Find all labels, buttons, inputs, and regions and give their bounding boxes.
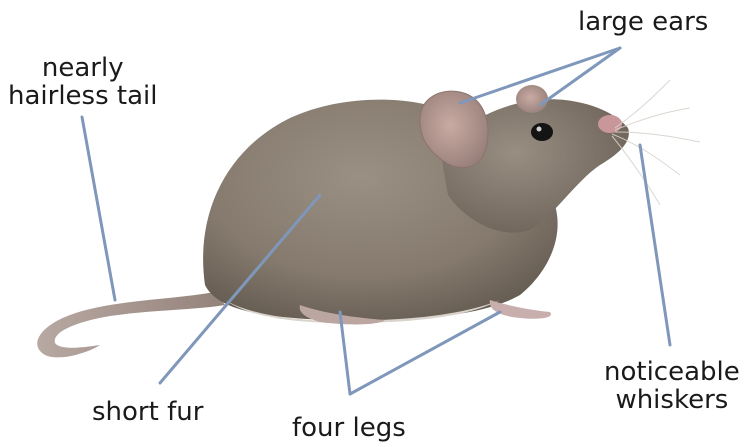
- eye: [531, 123, 553, 141]
- pointer-legs-2: [350, 312, 500, 394]
- label-tail-line2: hairless tail: [8, 82, 157, 110]
- tail: [37, 292, 225, 357]
- label-large-ears-text: large ears: [578, 8, 708, 36]
- pointer-whiskers: [640, 145, 670, 345]
- front-foot: [490, 300, 551, 319]
- pointer-ears-2: [540, 48, 620, 105]
- far-ear: [516, 85, 548, 113]
- label-whiskers-line1: noticeable: [604, 358, 740, 386]
- label-whiskers-line2: whiskers: [604, 386, 740, 414]
- label-noticeable-whiskers: noticeable whiskers: [604, 358, 740, 414]
- label-large-ears: large ears: [578, 8, 708, 36]
- label-four-legs-text: four legs: [292, 414, 406, 442]
- label-four-legs: four legs: [292, 414, 406, 442]
- label-tail-line1: nearly: [8, 54, 157, 82]
- pointer-tail: [82, 117, 115, 300]
- nose: [598, 115, 622, 133]
- label-short-fur-text: short fur: [92, 398, 203, 426]
- label-short-fur: short fur: [92, 398, 203, 426]
- label-hairless-tail: nearly hairless tail: [8, 54, 157, 110]
